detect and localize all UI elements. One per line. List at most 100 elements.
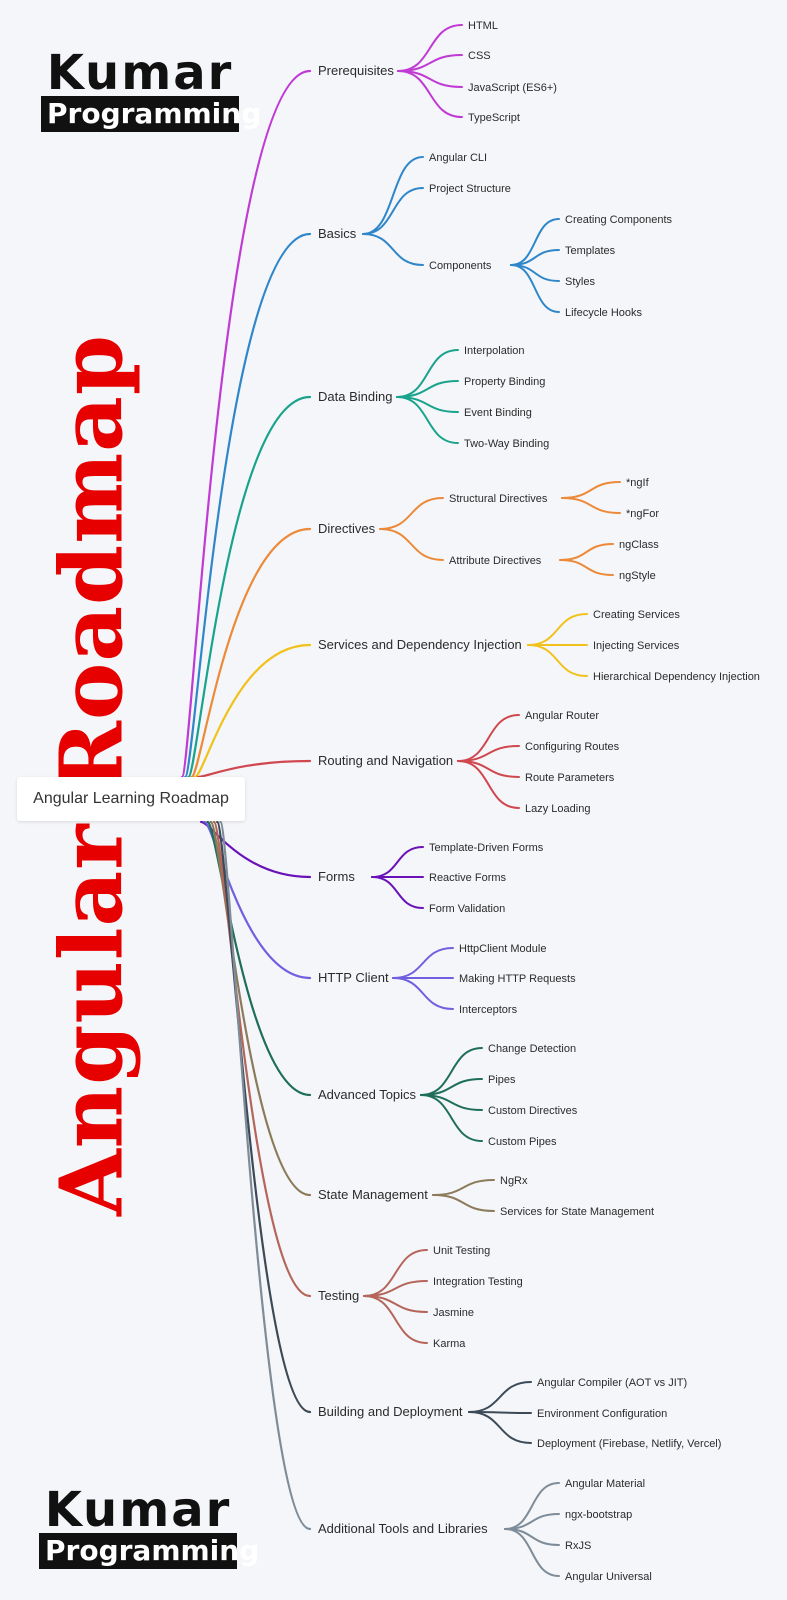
grandchild-label: *ngIf bbox=[626, 477, 650, 489]
child-connector bbox=[457, 760, 520, 809]
logo-word-kumar: Kumar bbox=[46, 45, 234, 101]
root-node-label: Angular Learning Roadmap bbox=[33, 790, 229, 807]
grandchild-connector bbox=[559, 543, 614, 561]
child-label: Interpolation bbox=[464, 345, 525, 357]
child-connector bbox=[392, 947, 454, 979]
branch-connector bbox=[187, 395, 312, 779]
child-label: RxJS bbox=[565, 1540, 591, 1552]
child-label: Custom Pipes bbox=[488, 1136, 557, 1148]
child-connector bbox=[396, 349, 459, 398]
branch-connector bbox=[206, 820, 312, 1097]
child-label: HttpClient Module bbox=[459, 943, 546, 955]
branch-label: Directives bbox=[318, 521, 376, 536]
branch-connector bbox=[209, 820, 312, 1197]
child-label: ngx-bootstrap bbox=[565, 1509, 632, 1521]
child-connector bbox=[420, 1094, 483, 1142]
child-label: Route Parameters bbox=[525, 772, 615, 784]
child-label: Integration Testing bbox=[433, 1276, 523, 1288]
branch-label: Testing bbox=[318, 1288, 359, 1303]
child-label: Custom Directives bbox=[488, 1105, 578, 1117]
child-label: Injecting Services bbox=[593, 640, 680, 652]
branch-connector bbox=[200, 820, 312, 879]
child-connector bbox=[362, 187, 424, 235]
child-connector bbox=[468, 1411, 532, 1444]
child-label: Angular Router bbox=[525, 710, 599, 722]
child-connector bbox=[397, 24, 463, 72]
child-connector bbox=[397, 70, 463, 118]
child-label: Reactive Forms bbox=[429, 872, 507, 884]
branch-connector bbox=[219, 820, 312, 1531]
child-label: Configuring Routes bbox=[525, 741, 620, 753]
child-connector bbox=[371, 876, 424, 909]
child-label: Pipes bbox=[488, 1074, 516, 1086]
child-label: Services for State Management bbox=[500, 1206, 654, 1218]
grandchild-label: Styles bbox=[565, 276, 595, 288]
child-label: Form Validation bbox=[429, 903, 505, 915]
child-connector bbox=[432, 1194, 495, 1212]
kumar-programming-logo-bottom: Kumar Programming bbox=[38, 1482, 259, 1569]
child-connector bbox=[363, 1249, 428, 1297]
child-label: Unit Testing bbox=[433, 1245, 490, 1257]
branch-connector bbox=[180, 69, 312, 779]
branch-label: Routing and Navigation bbox=[318, 753, 453, 768]
child-label: Structural Directives bbox=[449, 493, 548, 505]
grandchild-connector bbox=[510, 264, 560, 313]
child-label: Angular Universal bbox=[565, 1571, 652, 1583]
child-label: TypeScript bbox=[468, 112, 520, 124]
child-label: JavaScript (ES6+) bbox=[468, 82, 557, 94]
child-label: Components bbox=[429, 260, 492, 272]
child-label: Event Binding bbox=[464, 407, 532, 419]
branch-label: State Management bbox=[318, 1187, 428, 1202]
child-connector bbox=[527, 613, 588, 646]
child-connector bbox=[457, 714, 520, 762]
child-label: Angular Material bbox=[565, 1478, 645, 1490]
branch-label: HTTP Client bbox=[318, 970, 389, 985]
logo-word-programming: Programming bbox=[39, 1533, 259, 1569]
child-connector bbox=[362, 233, 424, 266]
kumar-programming-logo-top: Kumar Programming bbox=[40, 45, 261, 132]
child-connector bbox=[362, 156, 424, 235]
child-label: HTML bbox=[468, 20, 498, 32]
child-connector bbox=[396, 396, 459, 444]
grandchild-label: Creating Components bbox=[565, 214, 673, 226]
child-label: Template-Driven Forms bbox=[429, 842, 544, 854]
branch-connector bbox=[216, 820, 312, 1414]
child-label: Change Detection bbox=[488, 1043, 576, 1055]
root-node: Angular Learning Roadmap bbox=[17, 777, 245, 821]
branch-label: Building and Deployment bbox=[318, 1404, 463, 1419]
branch-label: Basics bbox=[318, 226, 357, 241]
child-label: Creating Services bbox=[593, 609, 680, 621]
branch-connector bbox=[203, 820, 312, 980]
child-label: Making HTTP Requests bbox=[459, 973, 576, 985]
child-label: Angular CLI bbox=[429, 152, 487, 164]
child-connector bbox=[420, 1047, 483, 1096]
child-connector bbox=[468, 1381, 532, 1413]
child-label: Angular Compiler (AOT vs JIT) bbox=[537, 1377, 687, 1389]
logo-word-kumar: Kumar bbox=[44, 1482, 232, 1538]
grandchild-connector bbox=[561, 481, 621, 499]
child-connector bbox=[392, 977, 454, 1010]
child-label: CSS bbox=[468, 50, 491, 62]
child-connector bbox=[379, 528, 444, 561]
child-connector bbox=[371, 846, 424, 878]
child-connector bbox=[504, 1528, 560, 1577]
grandchild-connector bbox=[561, 497, 621, 514]
child-label: Jasmine bbox=[433, 1307, 474, 1319]
child-connector bbox=[379, 497, 444, 530]
child-label: Environment Configuration bbox=[537, 1408, 667, 1420]
branch-label: Forms bbox=[318, 869, 355, 884]
child-label: Two-Way Binding bbox=[464, 438, 549, 450]
branch-connector bbox=[184, 232, 312, 779]
child-connector bbox=[504, 1482, 560, 1530]
child-label: Lazy Loading bbox=[525, 803, 590, 815]
grandchild-label: ngClass bbox=[619, 539, 659, 551]
logo-word-programming: Programming bbox=[41, 96, 261, 132]
child-label: Property Binding bbox=[464, 376, 545, 388]
child-label: Hierarchical Dependency Injection bbox=[593, 671, 760, 683]
branch-connector bbox=[212, 820, 312, 1298]
grandchild-label: ngStyle bbox=[619, 570, 656, 582]
grandchild-label: Lifecycle Hooks bbox=[565, 307, 643, 319]
child-connector bbox=[527, 644, 588, 677]
branch-connector bbox=[190, 527, 312, 779]
